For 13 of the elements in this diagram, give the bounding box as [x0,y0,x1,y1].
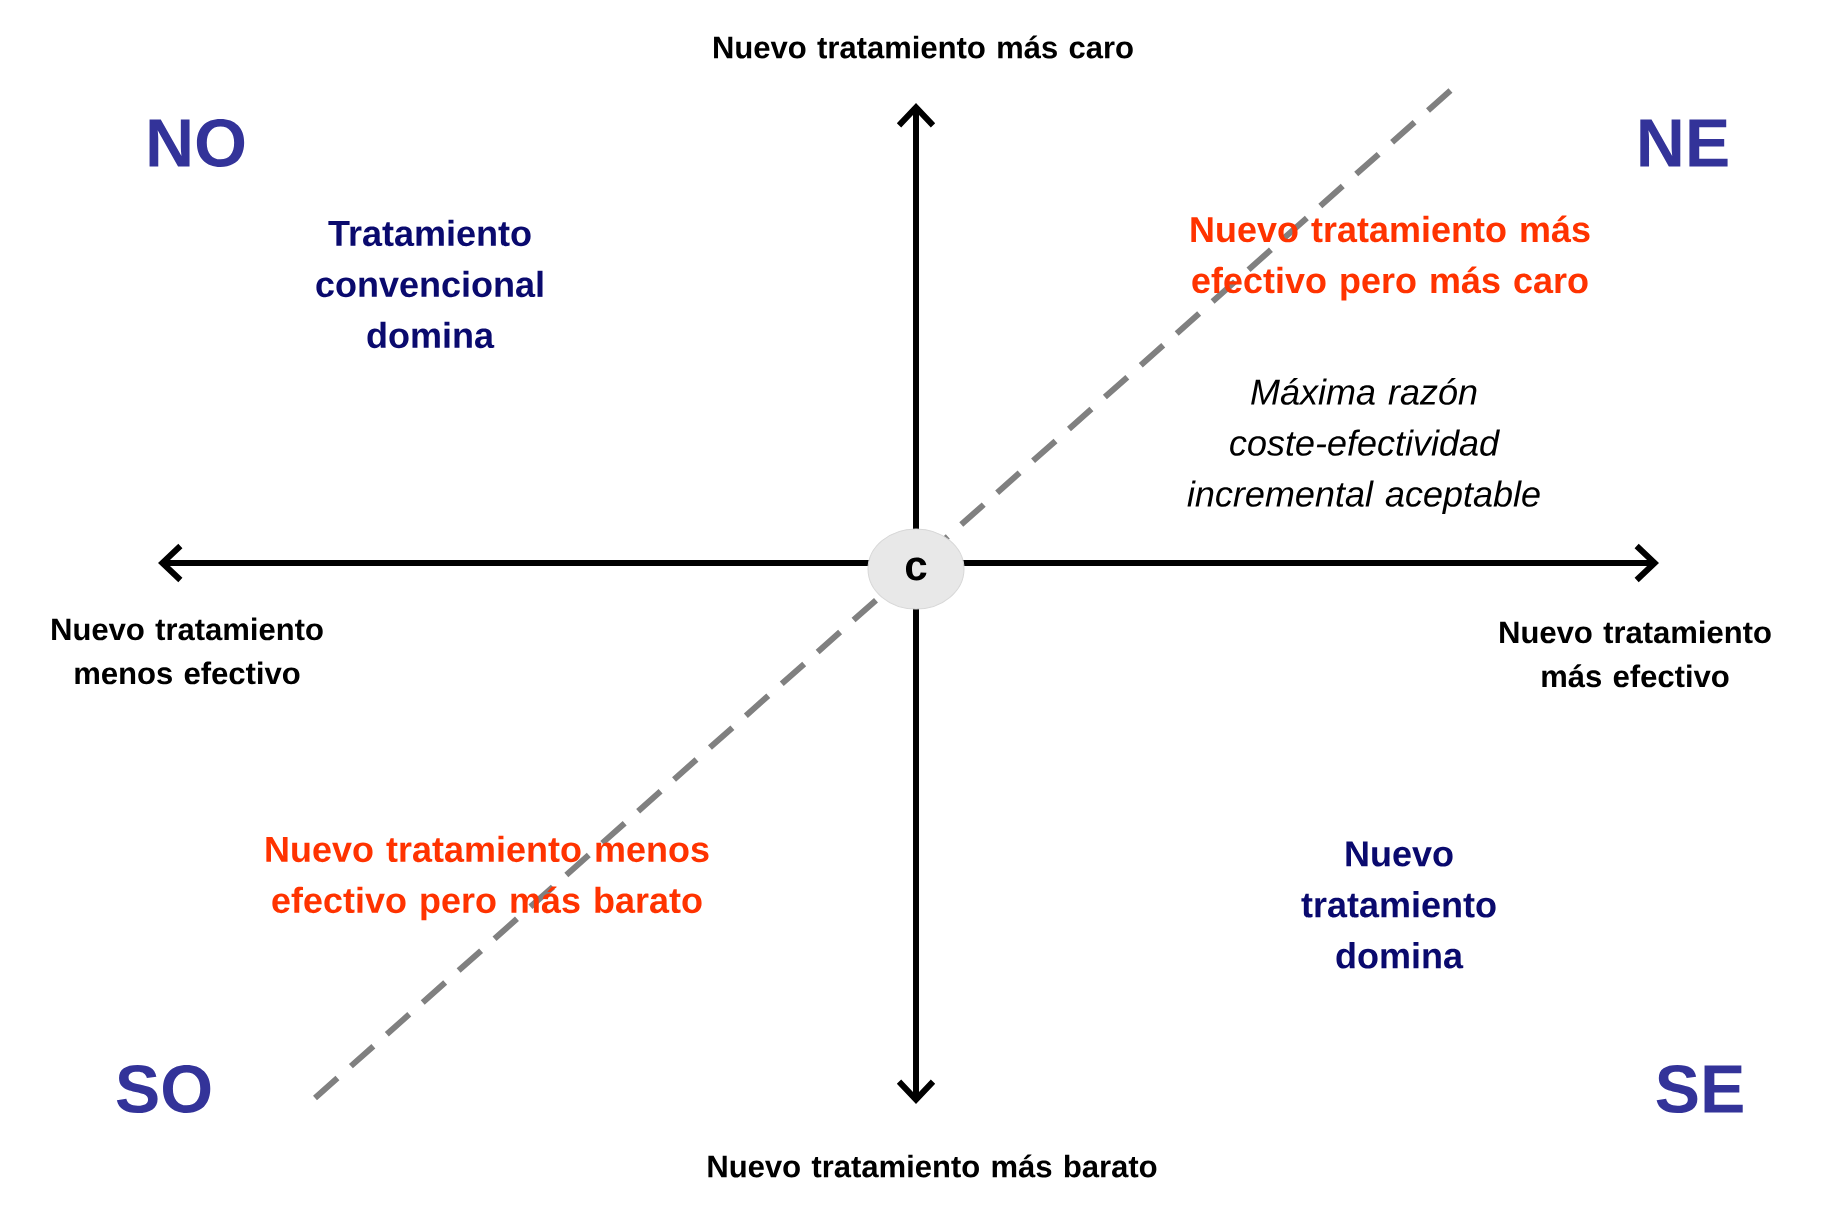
threshold-note: Máxima razón coste-efectividad incremental aceptable [1187,378,1540,514]
quadrant-description: Nuevo tratamiento más efectivo pero más caro [1191,215,1590,301]
axis-label: Nuevo tratamiento más efectivo [1500,620,1771,688]
quadrant-description: Nuevo tratamiento domina [1301,841,1496,969]
quadrant-description: Nuevo tratamiento menos efectivo pero más barato [266,835,709,921]
axis-label: Nuevo tratamiento más barato [708,1154,1157,1178]
quadrant-label: NE [1640,119,1728,167]
quadrant-label: SE [1656,1064,1743,1114]
quadrant-label: NO [149,118,245,168]
quadrant-label: SO [116,1064,211,1114]
axis-label: Nuevo tratamiento menos efectivo [52,617,323,685]
quadrant-description: Tratamiento convencional domina [316,219,543,349]
axis-label: Nuevo tratamiento más caro [714,35,1133,59]
